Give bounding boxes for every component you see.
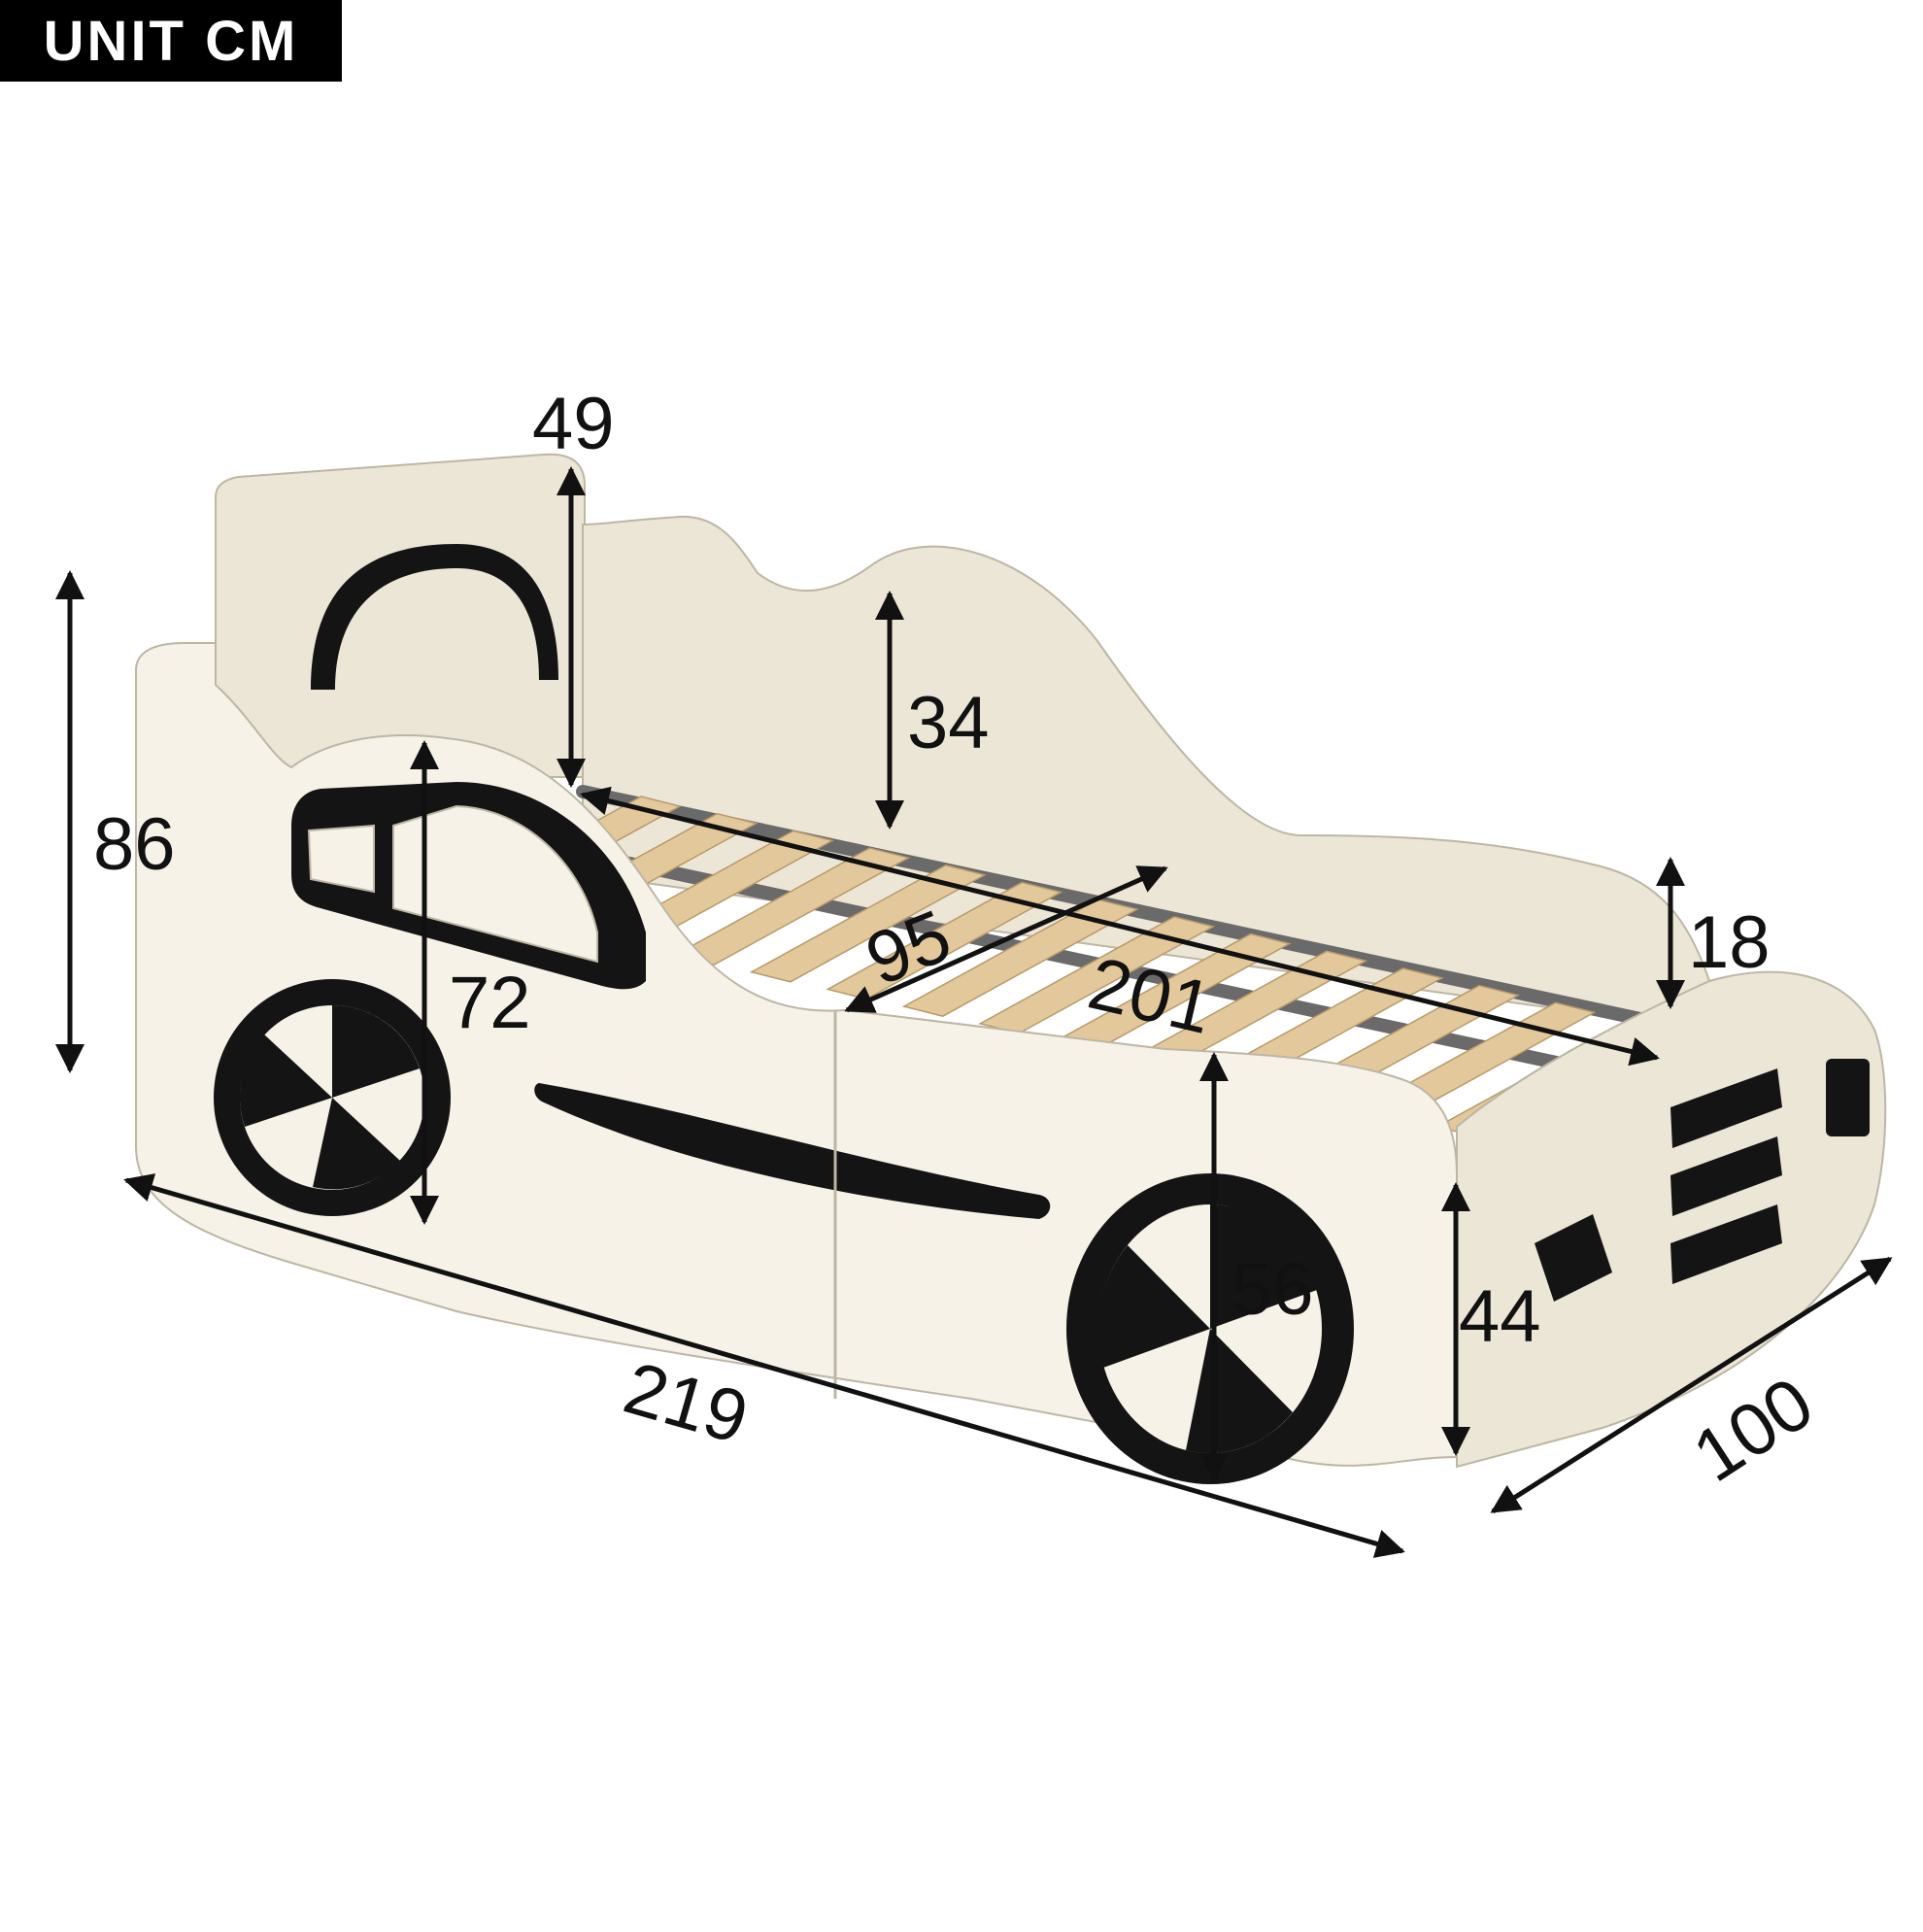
- label-56: 56: [1231, 1248, 1314, 1331]
- label-44: 44: [1459, 1275, 1541, 1358]
- headboard-arch: [311, 544, 558, 690]
- grille-bar-1: [1670, 1068, 1782, 1148]
- label-34: 34: [907, 682, 990, 764]
- headlight-right: [1826, 1059, 1870, 1136]
- label-18: 18: [1688, 901, 1771, 984]
- label-49: 49: [532, 383, 615, 465]
- dim-line-100: [1490, 1256, 1893, 1514]
- grille-bar-2: [1670, 1136, 1782, 1216]
- unit-badge: UNIT CM: [0, 0, 342, 82]
- dim-line-219: [123, 1173, 1405, 1558]
- rear-wheel: [214, 979, 451, 1216]
- label-72: 72: [449, 962, 531, 1044]
- unit-label: UNIT CM: [43, 9, 299, 73]
- dim-line-95: [844, 865, 1168, 1013]
- car-window-front: [307, 824, 375, 894]
- car-bed-illustration: [135, 453, 1887, 1484]
- label-86: 86: [93, 803, 176, 886]
- dimension-lines: [55, 466, 1893, 1558]
